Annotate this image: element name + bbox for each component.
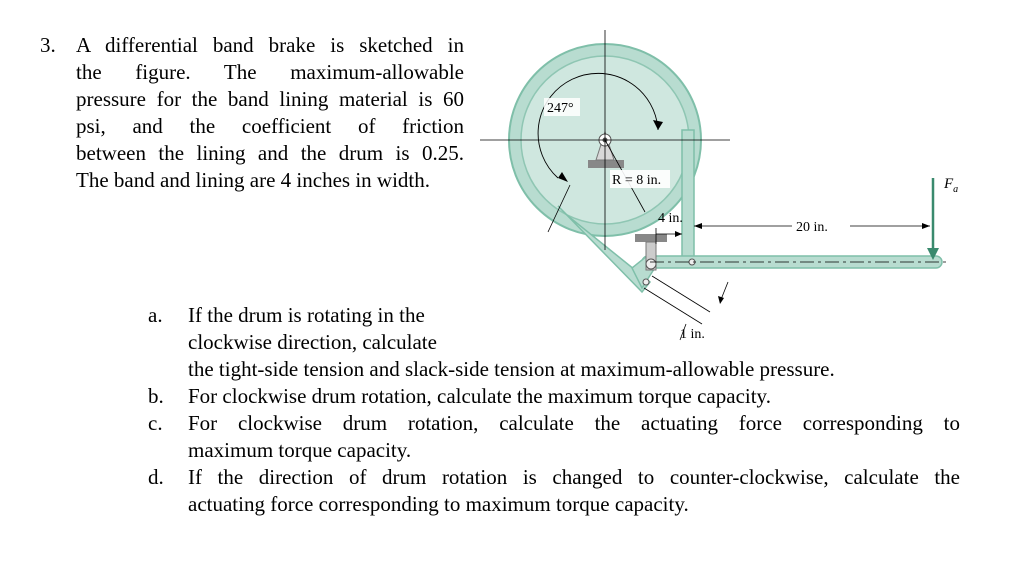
sub-question-a: a. If the drum is rotating in the clockw… <box>148 302 960 383</box>
problem-line: The band and lining are 4 inches in widt… <box>76 168 430 192</box>
sub-question-letter: b. <box>148 384 164 408</box>
band-lower-strap <box>557 205 652 294</box>
sub-question-c: c. For clockwise drum rotation, calculat… <box>148 410 960 464</box>
problem-statement: A differential band brake is sketched in… <box>76 32 464 194</box>
sub-question-line: the tight-side tension and slack-side te… <box>188 357 835 381</box>
sub-question-letter: c. <box>148 411 163 435</box>
sub-questions: a. If the drum is rotating in the clockw… <box>148 302 960 518</box>
sub-question-line: clockwise direction, calculate <box>188 330 437 354</box>
lever-pivot <box>645 258 657 270</box>
band-vertical-strap <box>681 129 695 261</box>
problem-line: A differential band brake is sketched in <box>76 33 464 57</box>
band-brake-figure: 247° R = 8 in. 4 in. 20 in. 1 in. Fa <box>470 20 1024 360</box>
force-label: Fa <box>943 176 958 195</box>
drum-support-base <box>588 160 624 168</box>
sub-question-line: actuating force corresponding to maximum… <box>188 492 689 516</box>
sub-question-line: If the direction of drum rotation is cha… <box>188 465 960 489</box>
sub-question-line: maximum torque capacity. <box>188 438 412 462</box>
problem-line: psi, and the coefficient of friction <box>76 114 464 138</box>
lever-support-post <box>645 241 657 271</box>
lever-length-label: 20 in. <box>796 220 828 235</box>
sub-question-b: b. For clockwise drum rotation, calculat… <box>148 383 960 410</box>
pin-label: 1 in. <box>680 327 705 342</box>
sub-question-line: For clockwise drum rotation, calculate t… <box>188 384 771 408</box>
band-pin <box>642 278 650 286</box>
problem-line: the figure. The maximum-allowable <box>76 60 464 84</box>
sub-question-line: If the drum is rotating in the <box>188 303 425 327</box>
problem-line: between the lining and the drum is 0.25. <box>76 141 464 165</box>
problem-line: pressure for the band lining material is… <box>76 87 464 111</box>
sub-question-d: d. If the direction of drum rotation is … <box>148 464 960 518</box>
sub-question-letter: a. <box>148 303 163 327</box>
radius-label: R = 8 in. <box>612 173 661 188</box>
offset-label: 4 in. <box>658 211 683 226</box>
lever-support <box>635 234 667 242</box>
problem-number: 3. <box>40 33 56 57</box>
angle-label: 247° <box>547 101 574 116</box>
sub-question-line: For clockwise drum rotation, calculate t… <box>188 411 960 435</box>
sub-question-letter: d. <box>148 465 164 489</box>
